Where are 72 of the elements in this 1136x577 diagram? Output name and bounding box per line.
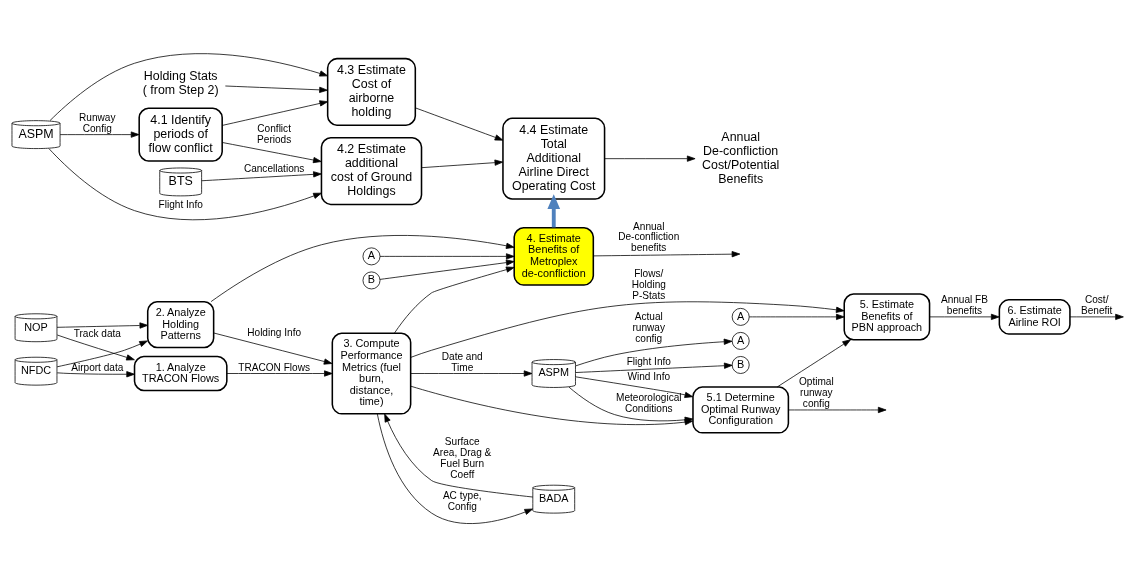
edge-label: Cost/ Benefit	[1081, 294, 1113, 317]
arrow	[1069, 313, 1124, 320]
edge-label: Annual FB benefits	[940, 294, 988, 317]
edge-label: Runway Config	[79, 111, 116, 134]
node-circle: A	[362, 247, 381, 266]
arrow	[226, 370, 333, 377]
arrow	[604, 155, 696, 162]
arrow	[59, 131, 140, 138]
arrow	[379, 259, 515, 280]
node-box: 6. Estimate Airline ROI	[998, 299, 1071, 335]
arrow	[394, 266, 515, 334]
arrow	[56, 322, 149, 329]
edge-label: Actual runway config	[632, 311, 666, 345]
arrow	[575, 362, 733, 373]
edge-label: Conflict Periods	[257, 122, 292, 145]
arrow	[547, 194, 561, 228]
edge-label: Surface Area, Drag & Fuel Burn Coeff	[433, 436, 492, 480]
edge-label: Flight Info	[626, 355, 671, 367]
node-box: 4.3 Estimate Cost of airborne holding	[326, 57, 417, 127]
edge-label: Date and Time	[441, 350, 483, 373]
arrow	[56, 371, 135, 378]
arrow	[379, 253, 515, 260]
node-text: Annual De-confliction Cost/Potential Benefits	[702, 129, 780, 186]
arrow	[593, 251, 741, 258]
edge-label: Annual De-confliction benefits	[618, 220, 680, 254]
arrow	[213, 332, 333, 365]
node-circle: B	[362, 271, 381, 290]
arrow	[201, 171, 322, 182]
arrow	[788, 406, 887, 414]
edge-label: Track data	[73, 327, 121, 339]
edge-label: Cancellations	[243, 163, 305, 175]
arrow	[575, 376, 694, 398]
arrow	[929, 313, 1000, 320]
edge-label: AC type, Config	[442, 490, 482, 513]
node-box: 4. Estimate Benefits of Metroplex de-confliction	[513, 226, 595, 286]
edge-label: Wind Info	[627, 371, 671, 383]
node-box: 4.2 Estimate additional cost of Ground Holdings	[320, 136, 423, 206]
arrow	[49, 53, 328, 121]
node-box: 5. Estimate Benefits of PBN approach	[843, 293, 931, 341]
edge-label: Flight Info	[158, 198, 203, 210]
arrow	[414, 107, 504, 141]
edge-label: TRACON Flows	[238, 361, 310, 373]
arrow	[384, 413, 534, 498]
arrow	[221, 100, 329, 126]
node-circle: B	[731, 356, 750, 374]
node-text: Holding Stats ( from Step 2)	[142, 69, 219, 98]
node-box: 4.1 Identify periods of flow conflict	[138, 107, 223, 162]
edge-label: Flows/ Holding P-Stats	[631, 267, 666, 301]
edge-label: Meteorological Conditions	[616, 391, 682, 414]
arrow	[421, 159, 504, 169]
node-box: 4.4 Estimate Total Additional Airline Direct Operating Cost	[502, 117, 606, 200]
arrow	[748, 313, 845, 320]
arrow	[776, 339, 851, 388]
arrow	[56, 340, 148, 368]
edge-label: Airport data	[71, 361, 124, 373]
node-box: 1. Analyze TRACON Flows	[133, 355, 228, 392]
arrow	[224, 85, 328, 93]
arrow	[410, 370, 533, 377]
arrow	[210, 235, 515, 302]
arrow	[48, 148, 322, 221]
arrow	[221, 142, 322, 164]
node-box: 5.1 Determine Optimal Runway Configuration	[692, 386, 790, 434]
node-box: 3. Compute Performance Metrics (fuel burn, distance, time)	[331, 332, 412, 415]
node-circle: A	[731, 332, 750, 350]
edge-label: Optimal runway config	[798, 376, 834, 410]
arrow	[56, 334, 135, 361]
arrow	[575, 338, 733, 367]
edge-label: Holding Info	[247, 326, 302, 338]
node-box: 2. Analyze Holding Patterns	[146, 301, 215, 349]
node-circle: A	[731, 307, 750, 326]
arrow	[376, 413, 533, 524]
arrow	[410, 301, 845, 358]
